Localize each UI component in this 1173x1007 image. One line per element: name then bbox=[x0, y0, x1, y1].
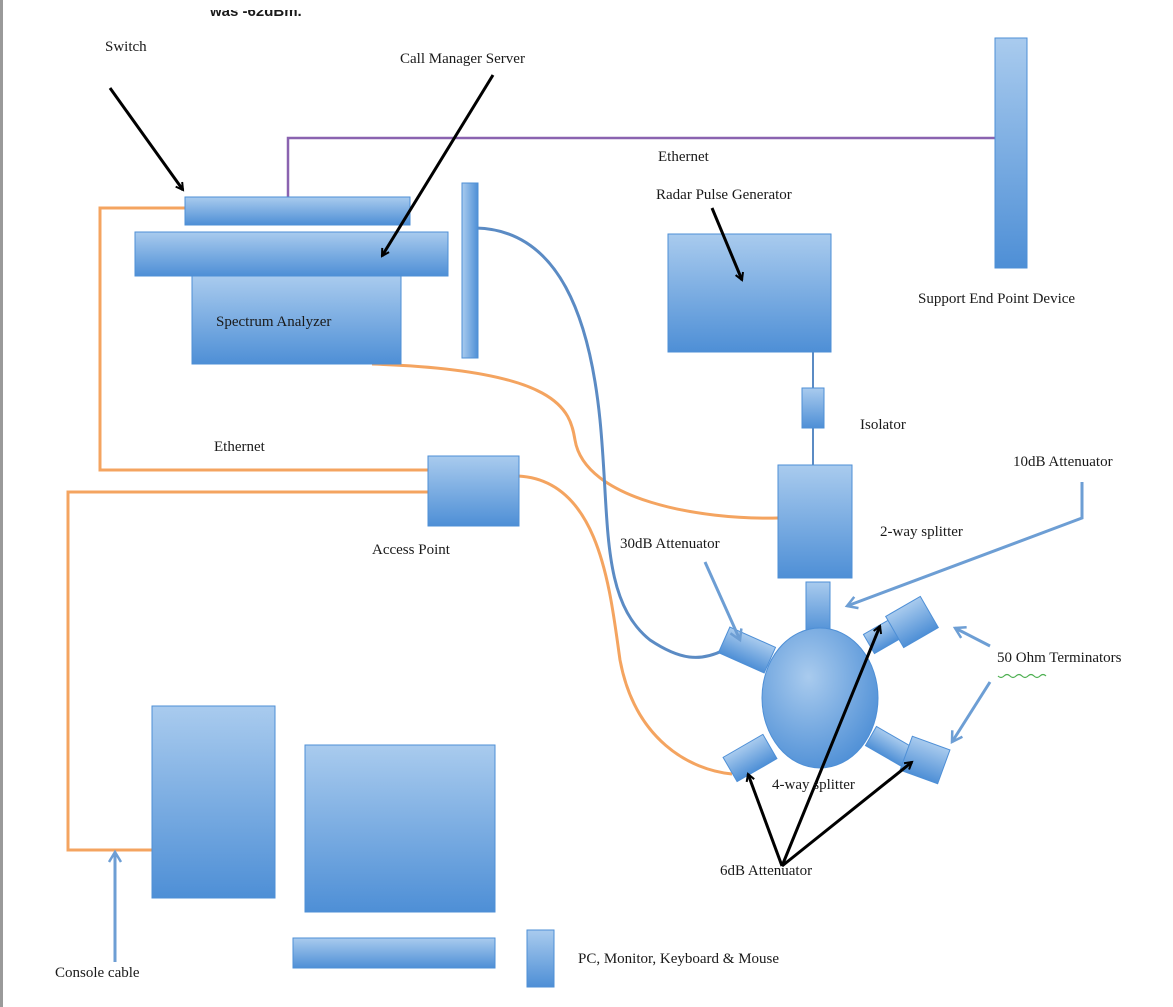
attenuator-6db-label: 6dB Attenuator bbox=[720, 863, 813, 879]
attenuator-30db-label: 30dB Attenuator bbox=[620, 536, 720, 552]
switch-label: Switch bbox=[105, 39, 147, 55]
four-way-splitter-circle bbox=[761, 627, 879, 769]
header-fragment: was -62dBm. bbox=[210, 3, 302, 20]
two-way-splitter-label: 2-way splitter bbox=[880, 524, 963, 540]
radar-arrow bbox=[710, 207, 742, 280]
spectrum-to-splitter-cable bbox=[371, 362, 779, 520]
monitor-box bbox=[304, 744, 496, 913]
attenuator-6db-box bbox=[722, 733, 778, 783]
two-way-splitter-box bbox=[777, 464, 853, 579]
page-left-border bbox=[0, 0, 3, 1007]
isolator-box bbox=[801, 387, 825, 429]
terminator-upper-box bbox=[884, 595, 940, 649]
spectrum-analyzer-top-box bbox=[134, 231, 449, 277]
pc-tower-box bbox=[151, 705, 276, 899]
isolator-label: Isolator bbox=[860, 417, 906, 433]
legend-device-box bbox=[526, 929, 555, 988]
radar-pulse-generator-box bbox=[667, 233, 832, 353]
switch-arrow bbox=[108, 87, 185, 190]
attenuator-30db-box bbox=[717, 626, 777, 674]
attenuator-6db-arrow-a bbox=[748, 774, 784, 867]
spellcheck-underline bbox=[997, 673, 1047, 679]
terminators-rest-text: Terminators bbox=[1045, 650, 1122, 666]
call-manager-server-box bbox=[461, 182, 479, 359]
spectrum-analyzer-box bbox=[191, 275, 402, 365]
call-manager-to-attenuator-cable bbox=[475, 226, 725, 659]
attenuator-6db-arrow-c bbox=[781, 762, 912, 868]
attenuator-6db-arrow-b bbox=[780, 626, 880, 867]
spectrum-analyzer-label: Spectrum Analyzer bbox=[216, 314, 332, 330]
call-manager-arrow bbox=[380, 74, 495, 256]
ethernet-left-label: Ethernet bbox=[214, 439, 265, 455]
attenuator-30db-arrow bbox=[703, 561, 740, 640]
access-point-to-attenuator-cable bbox=[517, 474, 733, 776]
ethernet-cable-orange bbox=[98, 206, 428, 472]
radar-pulse-generator-label: Radar Pulse Generator bbox=[656, 187, 792, 203]
attenuator-10db-label: 10dB Attenuator bbox=[1013, 454, 1113, 470]
pc-legend-label: PC, Monitor, Keyboard & Mouse bbox=[578, 951, 780, 967]
four-way-splitter-label: 4-way splitter bbox=[772, 777, 855, 793]
ethernet-cable-purple bbox=[286, 136, 995, 210]
switch-box bbox=[184, 196, 411, 226]
attenuator-10db-arrow bbox=[847, 482, 1084, 606]
terminator-upper-arrow bbox=[955, 628, 991, 648]
terminator-lower-box bbox=[899, 735, 951, 785]
support-end-point-device-box bbox=[994, 37, 1028, 269]
console-cable-label: Console cable bbox=[55, 965, 140, 981]
terminators-label: 50 Ohm Terminators bbox=[997, 651, 1122, 666]
terminator-lower-arrow bbox=[952, 681, 992, 742]
terminators-underlined-text: 50 Ohm bbox=[997, 650, 1046, 666]
access-point-box bbox=[427, 455, 520, 527]
attenuator-10db-box bbox=[805, 581, 831, 635]
keyboard-box bbox=[292, 937, 496, 969]
ethernet-top-label: Ethernet bbox=[658, 149, 709, 165]
call-manager-server-label: Call Manager Server bbox=[400, 51, 525, 67]
support-end-point-device-label: Support End Point Device bbox=[918, 291, 1076, 307]
access-point-label: Access Point bbox=[372, 542, 450, 558]
